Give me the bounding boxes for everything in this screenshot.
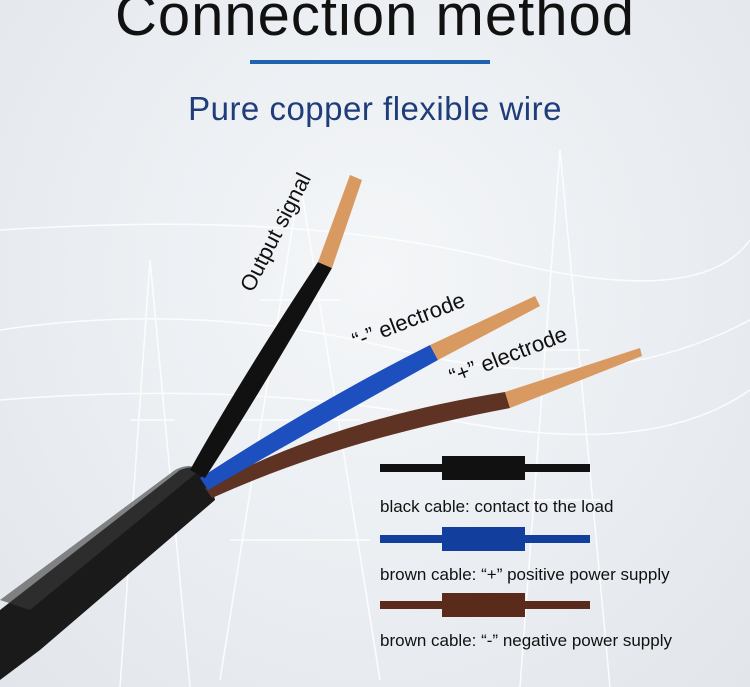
blue-wire bbox=[200, 345, 438, 490]
page-subtitle: Pure copper flexible wire bbox=[188, 90, 562, 127]
legend-black-cable-text: black cable: contact to the load bbox=[380, 497, 614, 516]
black-wire bbox=[190, 262, 332, 478]
legend-black-cable-swatch bbox=[380, 456, 590, 480]
brown-wire bbox=[205, 392, 510, 498]
legend-brown-cable-text: brown cable: “-” negative power supply bbox=[380, 631, 672, 650]
legend-brown-cable-swatch bbox=[380, 593, 590, 617]
page-title: Connection method bbox=[115, 0, 635, 48]
cable-sheath bbox=[0, 467, 215, 680]
legend-blue-cable-swatch bbox=[380, 527, 590, 551]
title-underline bbox=[250, 60, 490, 64]
legend-blue-cable-text: brown cable: “+” positive power supply bbox=[380, 565, 670, 584]
